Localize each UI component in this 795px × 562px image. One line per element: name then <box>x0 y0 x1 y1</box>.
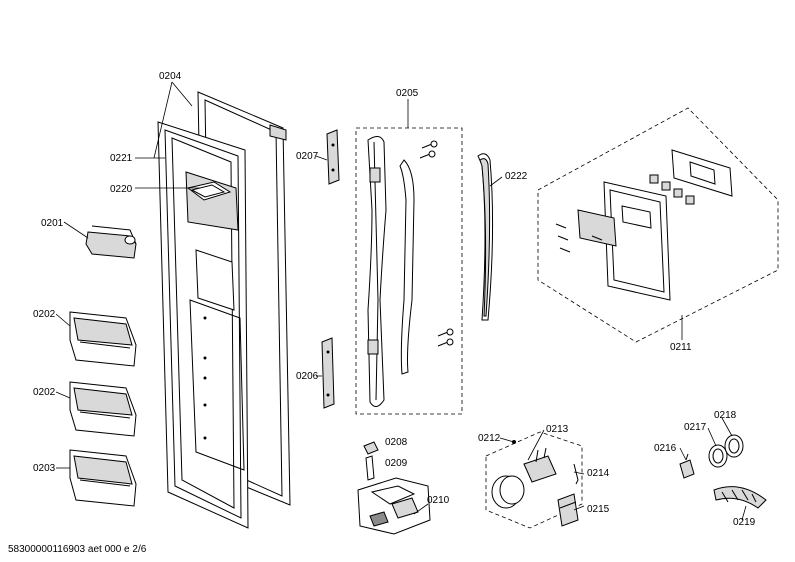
label-0201: 0201 <box>41 218 64 229</box>
label-0212: 0212 <box>478 433 501 444</box>
light-group-frame-0213 <box>485 431 583 529</box>
label-0207: 0207 <box>296 151 319 162</box>
label-0222: 0222 <box>505 171 528 182</box>
label-0211: 0211 <box>670 342 692 353</box>
grille-0219 <box>713 486 767 509</box>
door-bin-0202-upper <box>69 311 137 367</box>
door-assembly <box>157 91 291 529</box>
label-0209: 0209 <box>385 458 408 469</box>
document-code-footer: 58300000116903 aet 000 e 2/6 <box>8 544 147 555</box>
label-0202-lower: 0202 <box>33 387 56 398</box>
ring-0217 <box>708 444 728 468</box>
handle-group-frame-0205 <box>355 127 463 415</box>
switch-clip-0214 <box>573 463 579 485</box>
label-0216: 0216 <box>654 443 677 454</box>
door-bin-0202-lower <box>69 381 137 437</box>
label-0205: 0205 <box>396 88 419 99</box>
label-0215: 0215 <box>587 504 610 515</box>
label-0204: 0204 <box>159 71 182 82</box>
leader-lines <box>55 81 747 521</box>
label-0208: 0208 <box>385 437 408 448</box>
door-bin-0201 <box>85 225 137 259</box>
handle-0205 <box>367 136 454 407</box>
connector-0216 <box>679 453 695 479</box>
handle-bracket-0206 <box>321 337 335 409</box>
handle-bracket-0207 <box>326 129 340 185</box>
label-0206: 0206 <box>296 371 319 382</box>
label-0210: 0210 <box>427 495 450 506</box>
door-switch-0215 <box>557 493 579 527</box>
label-0218: 0218 <box>714 410 737 421</box>
door-bin-0203 <box>69 449 137 507</box>
label-0221: 0221 <box>110 153 133 164</box>
dispenser-clip-0208 <box>363 441 379 455</box>
control-panel-frame-0211 <box>537 107 779 343</box>
label-0203: 0203 <box>33 463 56 474</box>
label-0214: 0214 <box>587 468 610 479</box>
label-0213: 0213 <box>546 424 569 435</box>
label-0217: 0217 <box>684 422 707 433</box>
dispenser-housing-0210 <box>357 477 431 535</box>
label-0202-upper: 0202 <box>33 309 56 320</box>
dispenser-spring-0209 <box>365 455 375 481</box>
control-panel-0211 <box>555 149 733 301</box>
light-assembly-0213 <box>491 440 557 509</box>
label-0219: 0219 <box>733 517 756 528</box>
ring-0218 <box>724 434 744 458</box>
trim-strip-0222 <box>477 153 494 321</box>
label-0220: 0220 <box>110 184 133 195</box>
